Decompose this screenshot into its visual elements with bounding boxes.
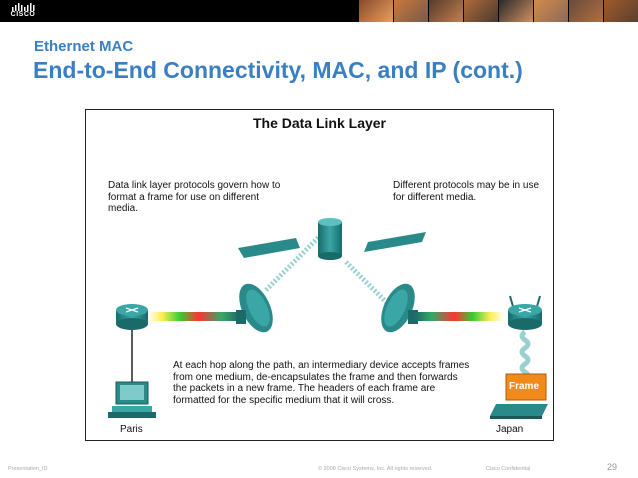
header-photo: [428, 0, 463, 22]
header-photo: [358, 0, 393, 22]
japan-label: Japan: [496, 424, 524, 435]
cisco-logo: CISCO: [6, 3, 40, 19]
cisco-logo-text: CISCO: [10, 11, 36, 18]
network-diagram: [108, 218, 548, 419]
satellite-icon: [238, 218, 426, 260]
frame-label: Frame: [509, 381, 540, 392]
header-photo-strip: [358, 0, 638, 22]
satellite-dish-right-icon: [381, 283, 418, 333]
header-bar: CISCO: [0, 0, 638, 22]
header-photo: [463, 0, 498, 22]
header-photo: [568, 0, 603, 22]
figure-title: The Data Link Layer: [252, 115, 387, 131]
wireless-signal-left: [264, 228, 328, 292]
header-photo: [533, 0, 568, 22]
header-photo: [603, 0, 638, 22]
link-right-bar: [414, 312, 504, 321]
slide-subtitle: Ethernet MAC: [34, 38, 134, 55]
header-photo: [498, 0, 533, 22]
header-photo: [393, 0, 428, 22]
footer-presentation-id: Presentation_ID: [8, 466, 48, 472]
page-number: 29: [607, 462, 618, 472]
cisco-bars-icon: [12, 3, 35, 11]
right-description: Different protocols may be in use for di…: [393, 180, 540, 203]
slide-title: End-to-End Connectivity, MAC, and IP (co…: [33, 57, 523, 83]
wireless-signal-down: [519, 329, 531, 383]
satellite-dish-left-icon: [236, 283, 273, 333]
bottom-description: At each hop along the path, an intermedi…: [173, 360, 470, 406]
link-left-bar: [148, 312, 240, 321]
left-description: Data link layer protocols govern how to …: [108, 180, 281, 214]
computer-paris-icon: [108, 381, 156, 418]
footer-copyright: © 2008 Cisco Systems, Inc. All rights re…: [318, 466, 433, 472]
router-left-icon: [116, 304, 148, 382]
footer-confidential: Cisco Confidential: [486, 466, 531, 472]
data-link-layer-figure: The Data Link Layer Data link layer prot…: [85, 109, 554, 441]
paris-label: Paris: [120, 424, 143, 435]
wireless-router-right-icon: [508, 295, 542, 330]
laptop-japan-icon: [490, 373, 548, 419]
